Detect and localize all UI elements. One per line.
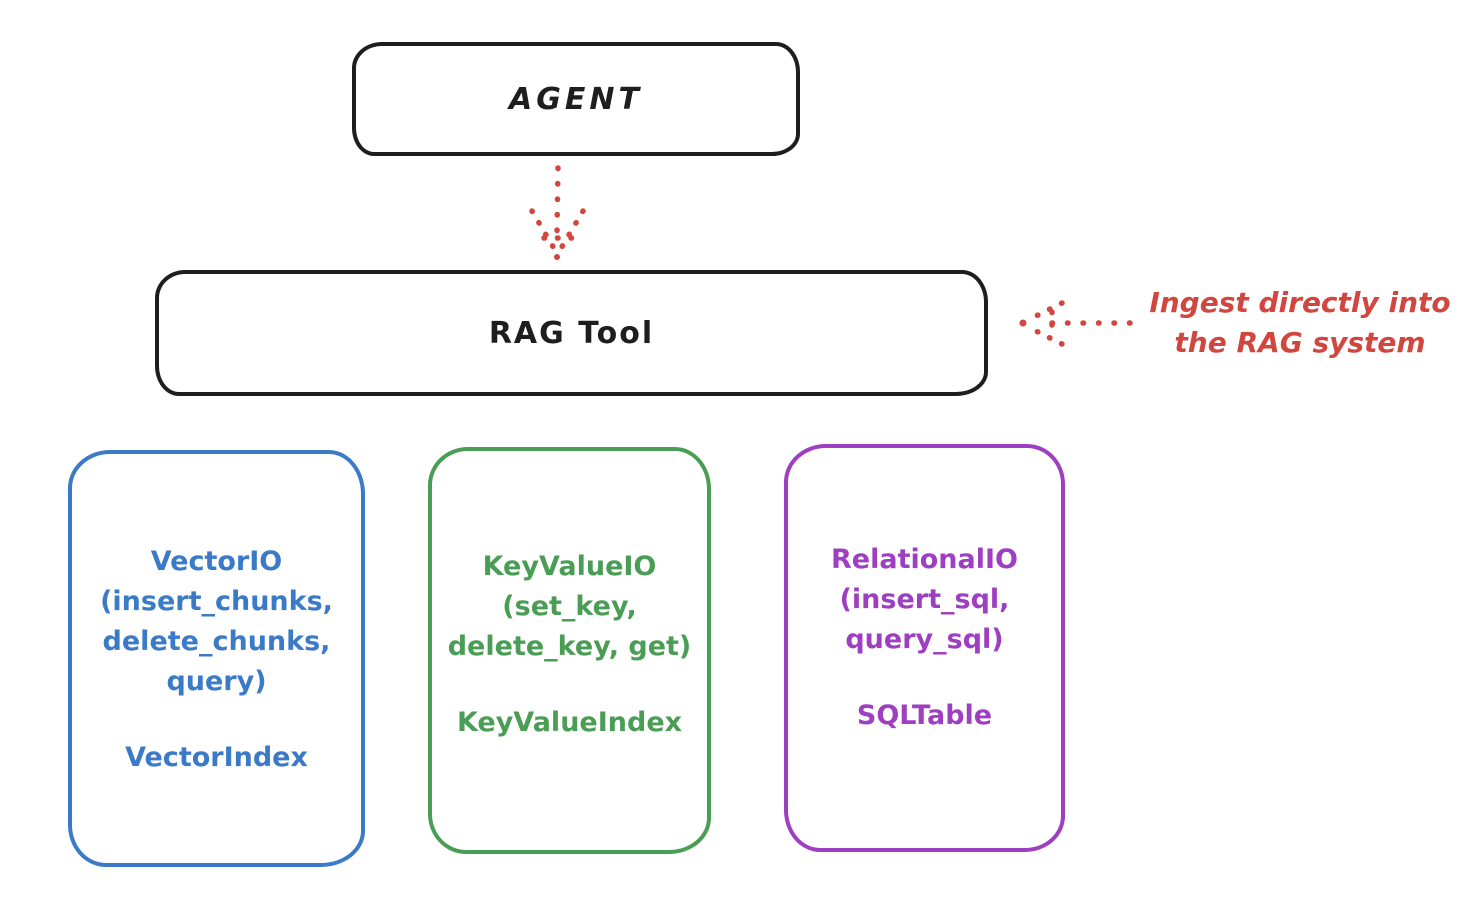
relational-io-title: RelationalIO xyxy=(831,544,1018,575)
relational-io-methods-line1: (insert_sql, xyxy=(839,584,1010,615)
rag-tool-box: RAG Tool xyxy=(155,270,988,396)
keyvalue-io-methods-line1: (set_key, xyxy=(502,591,637,622)
ingest-annotation: Ingest directly into the RAG system xyxy=(1135,283,1465,363)
keyvalue-io-box: KeyValueIO (set_key, delete_key, get) Ke… xyxy=(428,447,711,854)
vector-io-methods-line1: (insert_chunks, xyxy=(100,586,333,617)
agent-label: AGENT xyxy=(509,81,643,117)
relational-io-box: RelationalIO (insert_sql, query_sql) SQL… xyxy=(784,444,1065,852)
vector-io-methods-line2: delete_chunks, xyxy=(102,626,331,657)
vector-io-title: VectorIO xyxy=(150,546,283,577)
keyvalue-index-label: KeyValueIndex xyxy=(456,707,683,738)
vector-index-label: VectorIndex xyxy=(125,742,308,773)
ingest-annotation-line2: the RAG system xyxy=(1174,326,1426,359)
sql-table-label: SQLTable xyxy=(856,700,993,731)
agent-box: AGENT xyxy=(352,42,800,156)
annotation-to-rag-arrow xyxy=(1019,300,1133,347)
vector-io-box: VectorIO (insert_chunks, delete_chunks, … xyxy=(68,450,365,867)
relational-io-methods-line2: query_sql) xyxy=(845,624,1004,655)
ingest-annotation-line1: Ingest directly into xyxy=(1149,286,1451,319)
agent-to-rag-arrow xyxy=(529,165,586,260)
keyvalue-io-methods-line2: delete_key, get) xyxy=(447,631,692,662)
rag-tool-label: RAG Tool xyxy=(488,315,655,351)
keyvalue-io-title: KeyValueIO xyxy=(482,551,657,582)
vector-io-methods-line3: query) xyxy=(166,666,267,697)
